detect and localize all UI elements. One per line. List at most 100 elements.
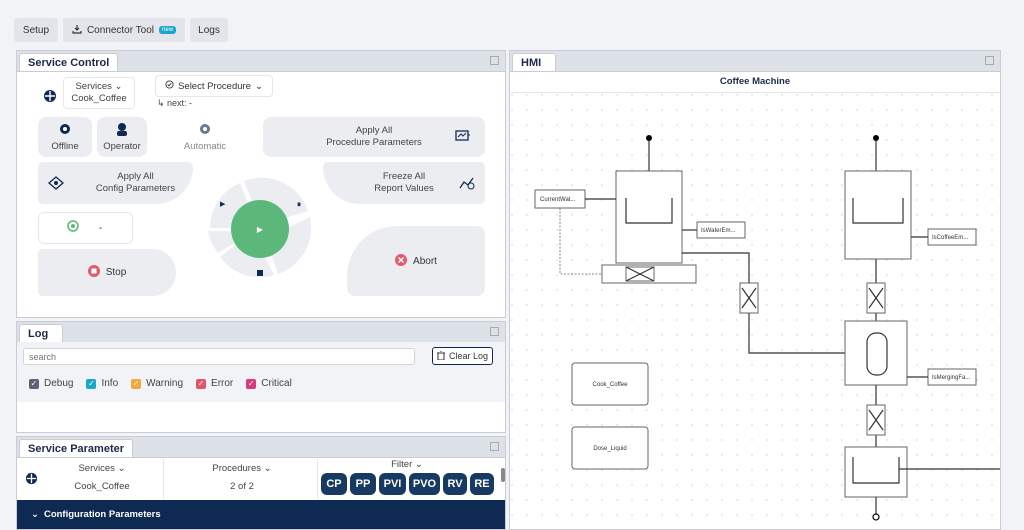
config-section-label: Configuration Parameters [43,509,161,520]
filter-cp[interactable]: CP [321,473,347,495]
maximize-icon[interactable] [985,56,994,65]
filter-pp[interactable]: PP [350,473,376,495]
apply-all-config-button[interactable]: Apply All Config Parameters [38,162,193,204]
filter-pvi-label: PVI [383,478,402,490]
log-header: Log [17,322,505,343]
apply-all-procedure-button[interactable]: Apply All Procedure Parameters [263,117,485,157]
log-level-info[interactable]: ✓Info [86,378,118,389]
log-search-input[interactable] [23,348,415,365]
hmi-header: HMI [510,51,1000,72]
play-icon: ▶ [256,224,264,234]
checkbox-icon: ✓ [131,378,142,389]
clear-log-button[interactable]: Clear Log [432,347,493,365]
cook-coffee-node [571,362,649,406]
config-parameters-icon [48,176,64,195]
operator-label: Operator [103,140,141,152]
offline-button[interactable]: Offline [38,117,92,157]
critical-label: Critical [261,378,292,389]
parameter-services-select[interactable]: Services ⌄ Cook_Coffee [47,459,157,497]
dose-liquid-node [571,426,649,470]
service-value: Cook_Coffee [74,481,130,492]
freeze-all-line1: Freeze All [382,171,426,182]
dose-liquid-label: Dose_Liquid [593,446,626,452]
service-control-header: Service Control [17,51,505,72]
procedures-value: 2 of 2 [230,481,254,492]
chevron-down-icon: ⌄ [254,80,263,92]
warning-label: Warning [146,378,184,389]
trash-icon [436,350,445,362]
divider [317,459,318,499]
crosshair-icon[interactable] [25,472,38,485]
filter-rv[interactable]: RV [443,473,467,495]
stop-square-icon[interactable] [257,270,263,276]
hmi-title: HMI [512,53,556,71]
logs-tab[interactable]: Logs [190,18,228,42]
gear-icon [198,122,212,141]
connector-tool-label: Connector Tool [86,24,155,36]
operator-button[interactable]: Operator [97,117,147,157]
freeze-all-button[interactable]: Freeze All Report Values [323,162,485,204]
log-title: Log [19,324,63,342]
stop-button[interactable]: Stop [38,249,176,296]
pause-icon[interactable]: ⏸ [297,200,301,209]
play-button[interactable]: ▶ [231,200,289,258]
log-level-error[interactable]: ✓ Error [196,378,233,389]
select-procedure-dropdown[interactable]: Select Procedure ⌄ [155,75,273,97]
maximize-icon[interactable] [490,56,499,65]
service-control-title: Service Control [19,53,119,71]
process-diagram: CurrentWat... IsWaterEm... IsCoffeeEm...… [510,93,1000,529]
hmi-panel: HMI Coffee Machine CurrentWat... IsWater… [509,50,1001,530]
water-tank [615,170,683,264]
chevron-down-icon: ⌄ [117,463,126,474]
setup-label: Setup [22,24,50,36]
chevron-down-icon: ⌄ [414,459,423,470]
service-parameter-panel: Service Parameter Services ⌄ Cook_Coffee… [16,436,506,530]
services-label: Services [78,463,115,474]
configuration-parameters-section[interactable]: ⌄ Configuration Parameters [17,500,505,529]
log-level-critical[interactable]: ✓ Critical [246,378,292,389]
scrollbar-thumb[interactable] [501,468,505,482]
service-parameter-header: Service Parameter [17,437,505,458]
checkbox-icon: ✓ [196,378,207,389]
is-water-empty-label: IsWaterEm... [701,228,736,234]
checkbox-icon: ✓ [246,378,257,389]
start-icon[interactable]: ▶ [220,201,226,208]
chevron-down-icon: ⌄ [263,463,272,474]
abort-button[interactable]: Abort [347,226,485,296]
divider [163,459,164,499]
apply-all-procedure-line1: Apply All [355,125,393,136]
filter-pvi[interactable]: PVI [379,473,406,495]
maximize-icon[interactable] [490,327,499,336]
log-level-warning[interactable]: ✓ Warning [131,378,183,389]
chevron-down-icon: ⌄ [31,509,39,520]
error-label: Error [211,378,234,389]
services-select[interactable]: Services ⌄ Cook_Coffee [63,77,135,109]
select-procedure-label: Select Procedure [178,80,251,92]
setup-tab[interactable]: Setup [14,18,58,42]
connector-tool-tab[interactable]: Connector Tool new [63,18,185,42]
apply-all-config-line2: Config Parameters [95,183,176,194]
filter-re[interactable]: RE [470,473,494,495]
crosshair-icon[interactable] [43,89,57,103]
service-parameter-title: Service Parameter [19,439,134,457]
procedures-select[interactable]: Procedures ⌄ 2 of 2 [187,459,297,497]
logs-label: Logs [198,24,220,36]
automatic-button[interactable]: Automatic [152,117,258,157]
service-value: Cook_Coffee [71,93,127,104]
automatic-label: Automatic [183,140,227,152]
filter-select[interactable]: Filter ⌄ [357,459,457,471]
procedure-parameters-icon [455,129,471,148]
state-value: - [99,222,103,234]
filter-pvo[interactable]: PVO [409,473,440,495]
download-icon [72,24,82,37]
pause-segment [244,177,308,219]
info-label: Info [101,378,119,389]
check-circle-icon [165,80,174,92]
is-merging-label: IsMergingFa... [932,375,971,381]
operator-icon [115,122,129,141]
maximize-icon[interactable] [490,442,499,451]
log-level-debug[interactable]: ✓Debug [29,378,73,389]
diagram-title: Coffee Machine [510,71,1000,93]
clear-log-label: Clear Log [448,351,489,361]
log-panel: Log Clear Log ✓Debug ✓Info ✓Warning ✓Err… [16,321,506,433]
